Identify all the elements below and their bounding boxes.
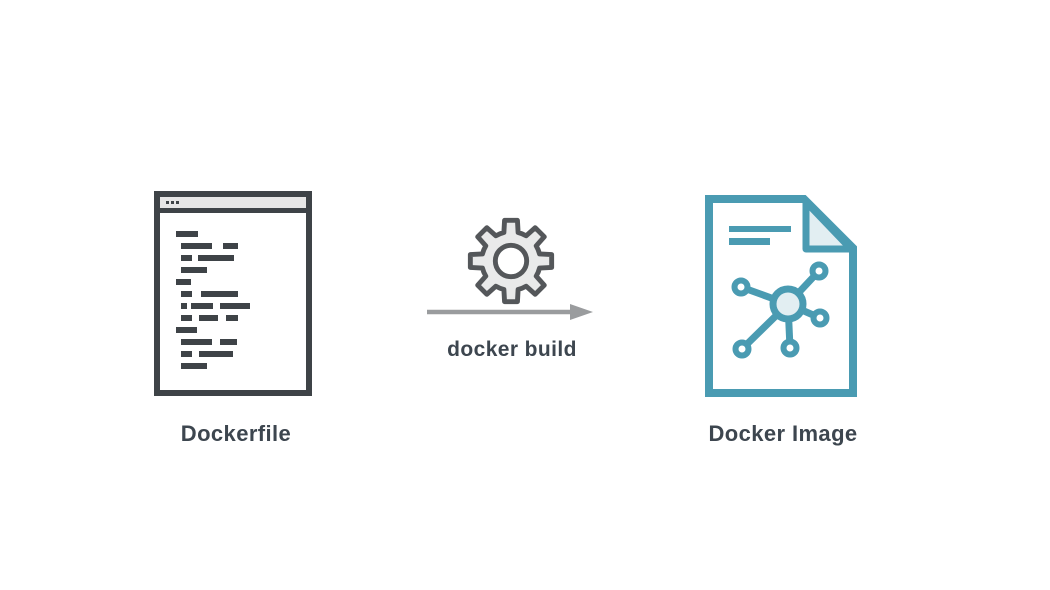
code-line-bar bbox=[223, 243, 238, 249]
gear-icon bbox=[467, 217, 555, 305]
folded-corner bbox=[802, 198, 855, 253]
code-line-bar bbox=[198, 255, 234, 261]
code-line-bar bbox=[176, 327, 197, 333]
code-lines bbox=[160, 213, 306, 390]
docker-build-label: docker build bbox=[447, 338, 577, 361]
code-line-bar bbox=[181, 267, 207, 273]
code-line-bar bbox=[181, 291, 192, 297]
code-line-bar bbox=[191, 303, 213, 309]
code-line-bar bbox=[176, 279, 191, 285]
window-dots-icon bbox=[166, 201, 169, 204]
dockerfile-label: Dockerfile bbox=[180, 421, 292, 446]
code-line-bar bbox=[181, 243, 212, 249]
code-line-bar bbox=[181, 363, 207, 369]
code-line-bar bbox=[199, 315, 218, 321]
code-line-bar bbox=[220, 339, 237, 345]
code-line-bar bbox=[181, 351, 192, 357]
doc-text-line bbox=[729, 238, 770, 245]
code-line-bar bbox=[181, 303, 187, 309]
right-arrow-icon bbox=[427, 304, 593, 320]
code-line-bar bbox=[201, 291, 238, 297]
code-line-bar bbox=[226, 315, 238, 321]
docker-image-label: Docker Image bbox=[708, 421, 858, 446]
code-line-bar bbox=[220, 303, 250, 309]
molecule-icon bbox=[731, 261, 830, 359]
code-line-bar bbox=[181, 315, 192, 321]
code-line-bar bbox=[181, 255, 192, 261]
code-line-bar bbox=[181, 339, 212, 345]
code-line-bar bbox=[176, 231, 198, 237]
doc-text-line bbox=[729, 226, 791, 232]
dockerfile-window-icon bbox=[154, 191, 312, 396]
docker-image-document-icon bbox=[705, 195, 857, 397]
window-titlebar bbox=[160, 197, 306, 208]
code-line-bar bbox=[199, 351, 233, 357]
